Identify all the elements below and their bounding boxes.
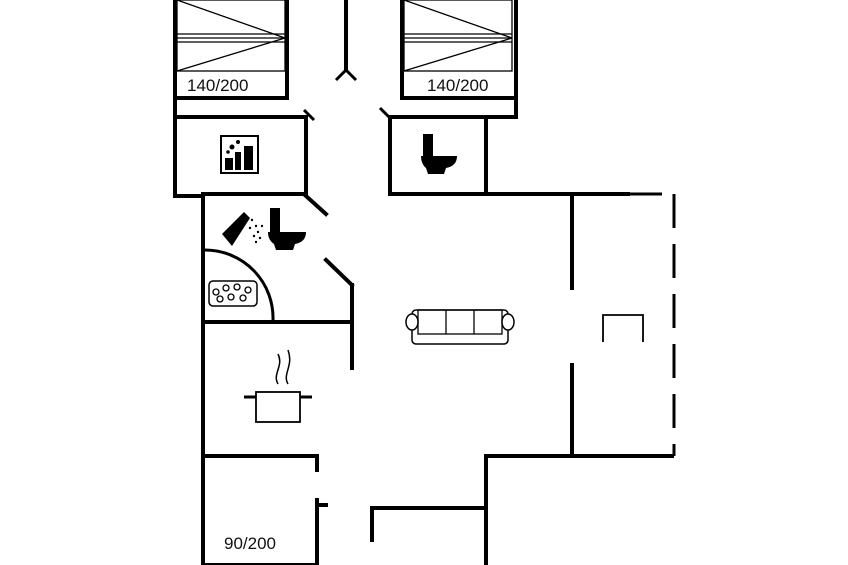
sofa-icon (405, 309, 515, 345)
double-bed-icon (176, 0, 286, 72)
glass-wall (628, 192, 676, 456)
toilet-icon (421, 134, 457, 174)
washing-machine-icon (220, 135, 259, 174)
bed-left-label: 140/200 (187, 76, 248, 95)
sauna-icon (204, 248, 275, 321)
shower-icon (222, 212, 264, 246)
walls (173, 0, 674, 565)
toilet-icon (268, 208, 306, 250)
table-icon (602, 314, 644, 342)
double-bed-icon (403, 0, 513, 72)
hallway-door-marks (302, 0, 392, 122)
bed-right-label: 140/200 (427, 76, 488, 95)
cooking-pot-icon (244, 349, 312, 423)
bed-small-label: 90/200 (224, 534, 276, 553)
